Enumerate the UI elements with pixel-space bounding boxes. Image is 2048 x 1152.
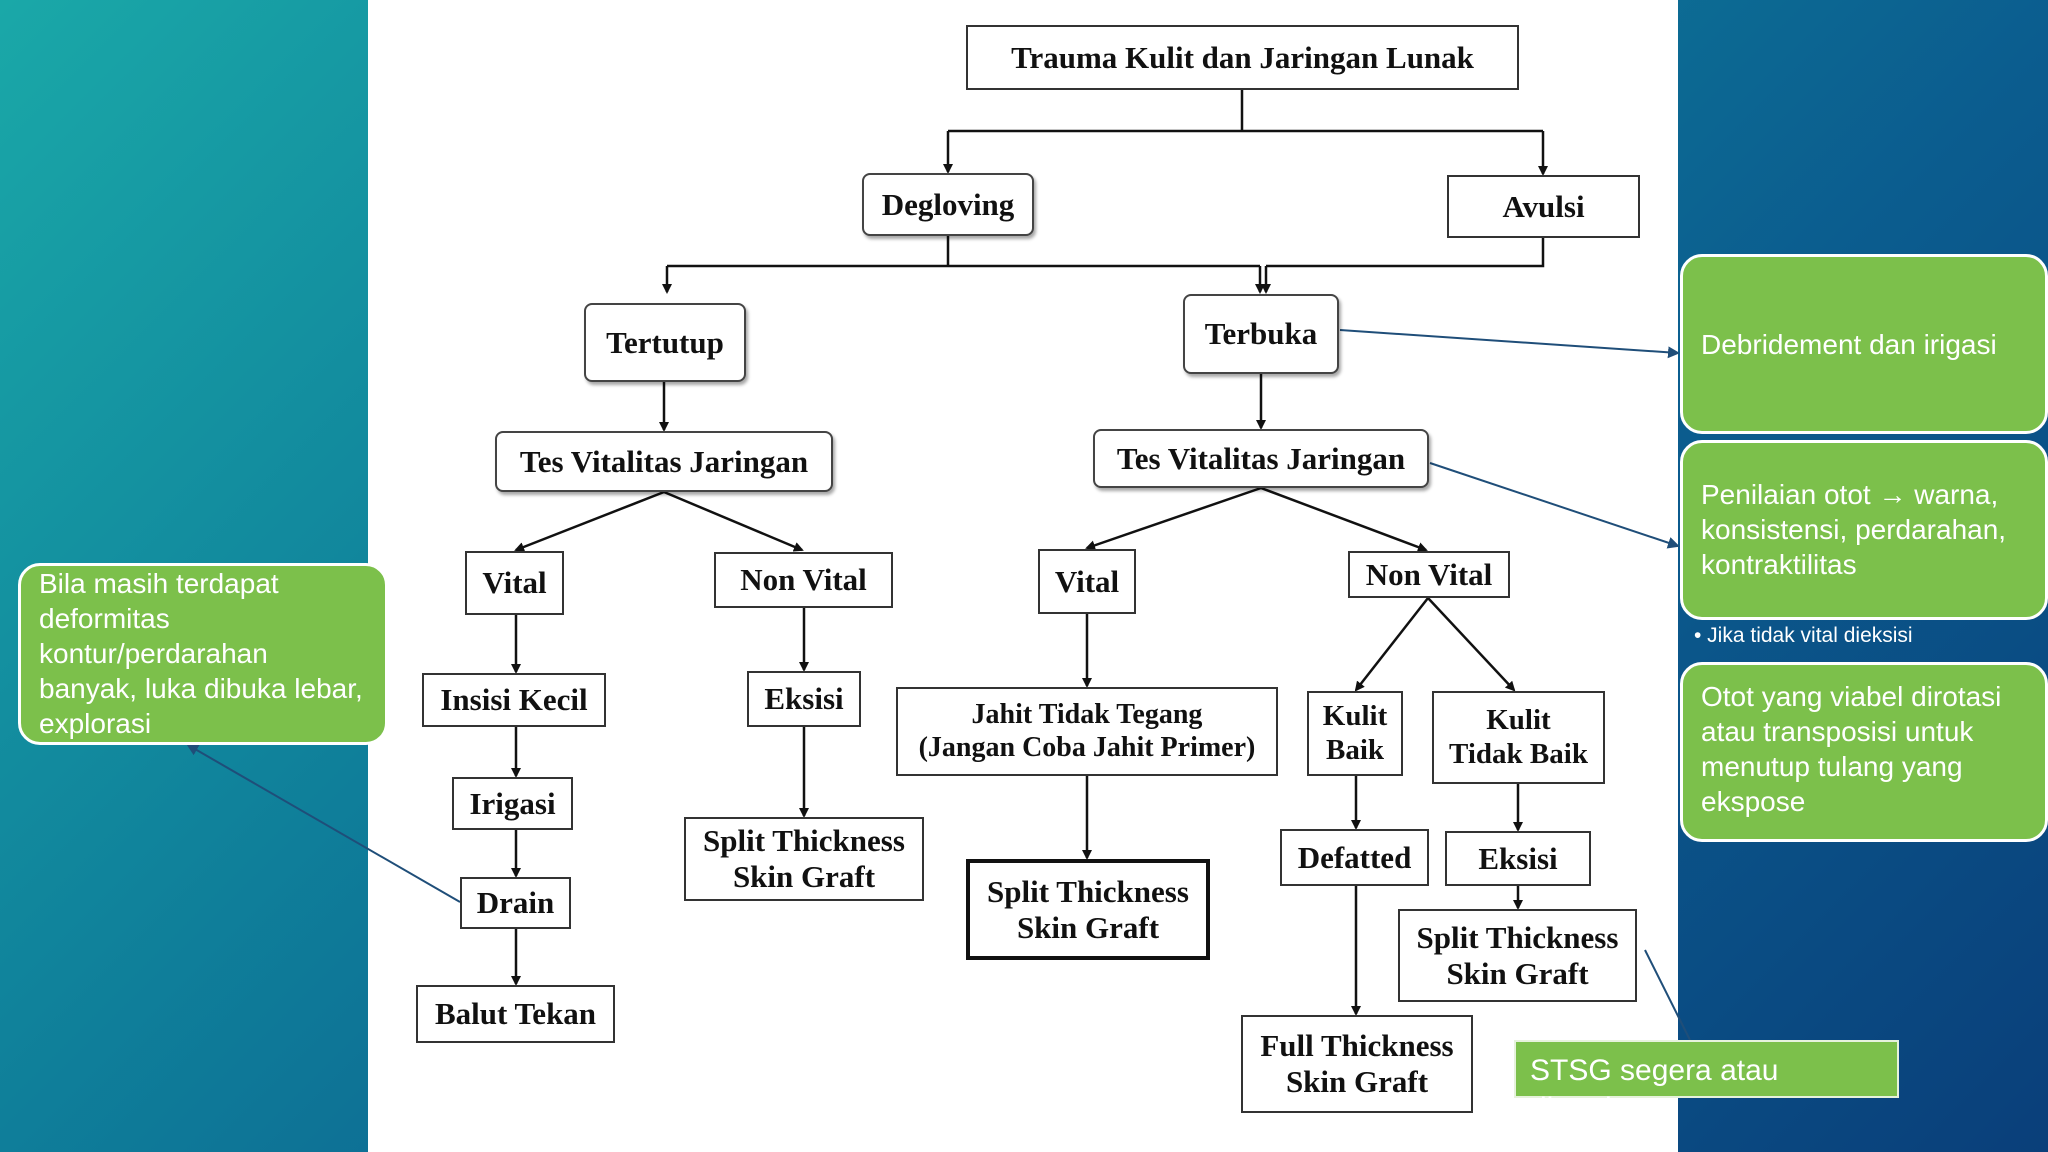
- callout-penilaian: Penilaian otot → warna, konsistensi, per…: [1680, 440, 2048, 620]
- node-balut-tekan: Balut Tekan: [416, 985, 615, 1043]
- node-eksisi-left: Eksisi: [747, 671, 861, 727]
- node-insisi-kecil: Insisi Kecil: [422, 673, 606, 727]
- node-drain: Drain: [460, 877, 571, 929]
- node-defatted: Defatted: [1280, 829, 1429, 886]
- callout-pointer-penilaian: [1429, 462, 1680, 549]
- node-non-vital-right: Non Vital: [1348, 551, 1510, 598]
- node-tes-vitalitas-right: Tes Vitalitas Jaringan: [1093, 429, 1429, 488]
- node-vital-left: Vital: [465, 551, 564, 615]
- callout-pointer-stsg: [1644, 949, 1691, 1041]
- connector-to-nonvital-left: [663, 490, 804, 552]
- callout-otot: Otot yang viabel dirotasi atau transposi…: [1680, 662, 2048, 842]
- callout-stsg-note: STSG segera atau ditunda: [1514, 1040, 1899, 1125]
- node-vital-right: Vital: [1038, 549, 1136, 614]
- node-tes-vitalitas-left: Tes Vitalitas Jaringan: [495, 431, 833, 492]
- connector-degloving-down: [667, 236, 1260, 268]
- node-terbuka: Terbuka: [1183, 294, 1339, 374]
- connector-to-nonvital-right: [1260, 486, 1428, 552]
- node-kulit-baik: Kulit Baik: [1307, 691, 1403, 776]
- callout-debridement: Debridement dan irigasi: [1680, 254, 2048, 434]
- connector-to-vital-left: [514, 490, 665, 552]
- node-eksisi-right: Eksisi: [1445, 831, 1591, 886]
- node-root: Trauma Kulit dan Jaringan Lunak: [966, 25, 1519, 90]
- node-degloving: Degloving: [862, 173, 1034, 236]
- callout-pointer-debridement: [1339, 329, 1680, 359]
- node-irigasi: Irigasi: [452, 777, 573, 830]
- node-stsg-left: Split Thickness Skin Graft: [684, 817, 924, 901]
- connector-avulsi-down: [1266, 238, 1545, 268]
- callout-debridement-text: Debridement dan irigasi: [1701, 328, 1997, 360]
- connector-root: [948, 90, 1543, 133]
- node-stsg-mid: Split Thickness Skin Graft: [966, 859, 1210, 960]
- connector-to-kulit-baik: [1354, 597, 1429, 692]
- node-non-vital-left: Non Vital: [714, 552, 893, 608]
- bullet-note-eksisi: • Jika tidak vital dieksisi: [1694, 624, 1913, 647]
- node-jahit-tidak-tegang: Jahit Tidak Tegang (Jangan Coba Jahit Pr…: [896, 687, 1278, 776]
- connector-to-vital-right: [1085, 486, 1262, 551]
- connector-to-kulit-tidak-baik: [1427, 597, 1516, 692]
- node-stsg-right: Split Thickness Skin Graft: [1398, 909, 1637, 1002]
- node-kulit-tidak-baik: Kulit Tidak Baik: [1432, 691, 1605, 784]
- node-avulsi: Avulsi: [1447, 175, 1640, 238]
- node-tertutup: Tertutup: [584, 303, 746, 382]
- node-ftsg: Full Thickness Skin Graft: [1241, 1015, 1473, 1113]
- callout-pointer-drain: [186, 744, 461, 903]
- callout-left-note: Bila masih terdapat deformitas kontur/pe…: [18, 563, 388, 745]
